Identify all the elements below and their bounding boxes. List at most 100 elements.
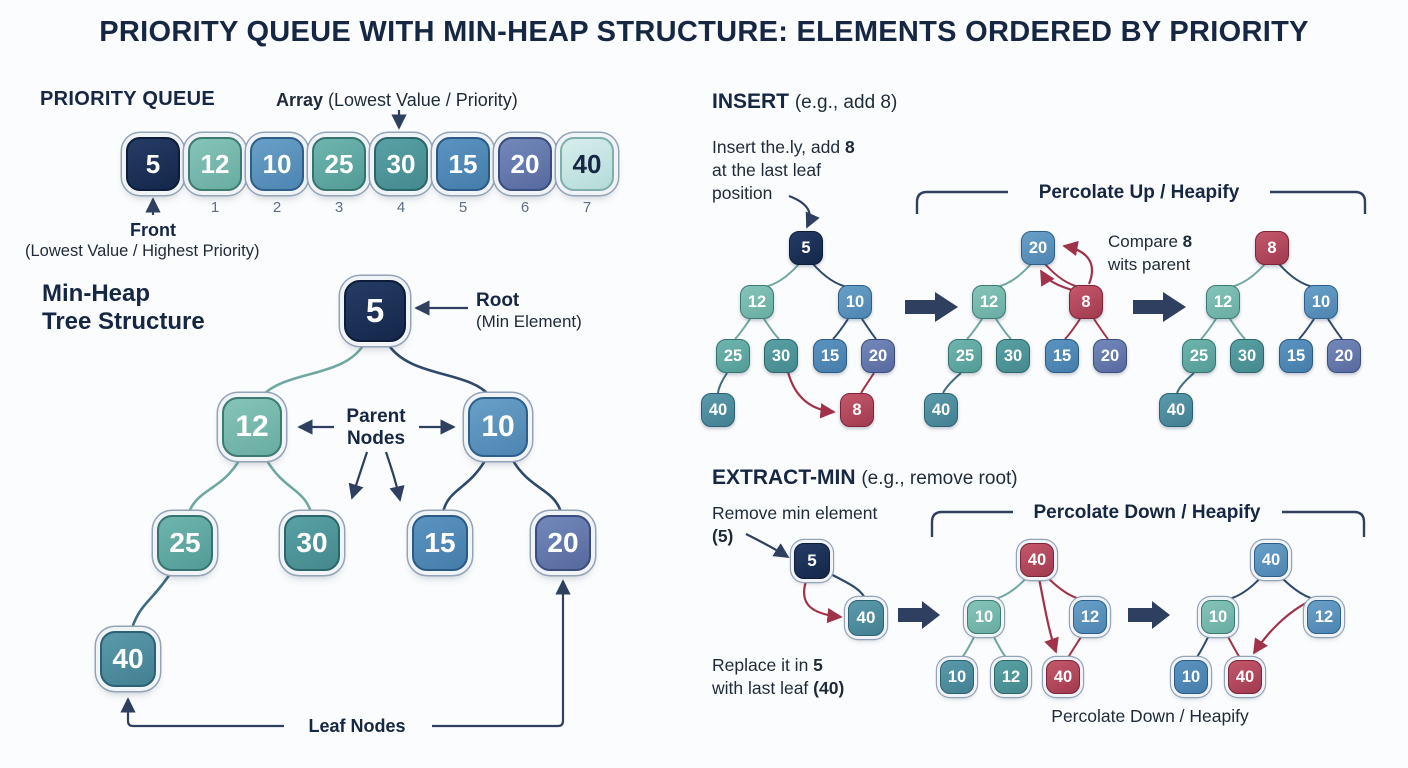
insert-t1-node: 30	[764, 339, 798, 373]
array-cell: 25	[312, 137, 366, 191]
extract-t3-node: 40	[1254, 543, 1288, 577]
array-label-rest: (Lowest Value / Priority)	[323, 90, 518, 110]
array-cell: 10	[250, 137, 304, 191]
extract-replace-text: Replace it in 5 with last leaf (40)	[712, 654, 844, 700]
extract-tree3-swap-arrow	[1253, 599, 1313, 655]
insert-t2-node: 40	[924, 393, 958, 427]
array-cell: 30	[374, 137, 428, 191]
insert-t2-node: 20	[1021, 231, 1055, 265]
root-label: Root	[476, 290, 520, 311]
insert-desc-arrow	[788, 194, 820, 229]
priority-queue-heading: PRIORITY QUEUE	[40, 88, 215, 110]
heap-node: 15	[412, 515, 468, 571]
extract-tree3-edges	[1193, 573, 1321, 662]
compare-text-2: wits parent	[1108, 255, 1191, 274]
extract-step-arrow-2	[1128, 601, 1170, 629]
insert-t3-node-new: 8	[1255, 231, 1289, 265]
insert-t1-node: 15	[813, 339, 847, 373]
min-heap-heading-line2: Tree Structure	[42, 308, 205, 335]
page-title: PRIORITY QUEUE WITH MIN-HEAP STRUCTURE: …	[99, 16, 1309, 48]
insert-tree1-edges	[717, 263, 877, 394]
insert-t3-node: 40	[1159, 393, 1193, 427]
extract-heading-sub: (e.g., remove root)	[861, 468, 1018, 489]
front-label: Front	[130, 220, 176, 240]
replace-text-1b: 5	[813, 655, 823, 675]
leaf-label-lines	[120, 579, 571, 728]
extract-t2-node-moved: 40	[1046, 660, 1080, 694]
insert-t1-node: 25	[716, 339, 750, 373]
insert-tree2-edges	[942, 263, 1109, 394]
insert-step-arrow-1	[905, 292, 958, 322]
array-index: 1	[210, 199, 220, 216]
remove-text-line1: Remove min element	[712, 503, 878, 523]
root-annotation: Root (Min Element)	[476, 290, 582, 332]
extract-mini-node: 5	[794, 543, 830, 579]
insert-tree3-edges	[1176, 263, 1343, 394]
array-cell: 20	[498, 137, 552, 191]
extract-t2-node: 12	[1073, 600, 1107, 634]
array-cell: 5	[126, 137, 180, 191]
insert-t3-node: 10	[1304, 285, 1338, 319]
extract-step-arrow-1	[898, 601, 940, 629]
insert-tree1-swap-arrow	[786, 371, 836, 419]
front-sublabel: (Lowest Value / Highest Priority)	[25, 242, 260, 260]
parent-nodes-label: Parent Nodes	[346, 406, 405, 450]
insert-t1-node: 5	[789, 231, 823, 265]
extract-t2-node-moved: 40	[1020, 543, 1054, 577]
extract-remove-arrow	[745, 533, 790, 558]
extract-t2-node: 12	[994, 660, 1028, 694]
extract-mini-swap-arrow	[803, 580, 843, 624]
array-label: Array (Lowest Value / Priority)	[276, 90, 518, 111]
min-heap-heading: Min-Heap Tree Structure	[42, 280, 205, 336]
insert-heading-sub: (e.g., add 8)	[794, 92, 898, 113]
insert-t3-node: 25	[1182, 339, 1216, 373]
heap-node-root: 5	[344, 280, 406, 342]
replace-text-1a: Replace it in	[712, 655, 814, 675]
insert-t1-node: 40	[701, 393, 735, 427]
insert-desc-2: at the last leaf	[712, 160, 821, 180]
array-cell: 15	[436, 137, 490, 191]
heap-node: 30	[284, 515, 340, 571]
insert-desc-3: position	[712, 183, 773, 203]
extract-t3-node-moved: 40	[1228, 660, 1262, 694]
extract-t2-node: 10	[967, 600, 1001, 634]
extract-t2-node: 10	[940, 660, 974, 694]
array-index: 3	[334, 199, 344, 216]
compare-text-1a: Compare	[1108, 232, 1183, 251]
extract-remove-text: Remove min element (5)	[712, 502, 877, 548]
replace-text-2a: with last leaf	[712, 678, 814, 698]
array-index: 4	[396, 199, 406, 216]
insert-t3-node: 12	[1206, 285, 1240, 319]
root-sublabel: (Min Element)	[476, 312, 582, 331]
insert-t2-node: 15	[1045, 339, 1079, 373]
insert-t2-node: 25	[948, 339, 982, 373]
extract-caption: Percolate Down / Heapify	[1051, 706, 1249, 726]
insert-t2-node: 30	[996, 339, 1030, 373]
insert-t1-node: 10	[838, 285, 872, 319]
insert-description: Insert the.ly, add 8 at the last leaf po…	[712, 136, 855, 205]
array-index: 6	[520, 199, 530, 216]
extract-tree2-swap-arrow	[1037, 577, 1059, 654]
percolate-down-label: Percolate Down / Heapify	[1033, 502, 1261, 523]
compare-annotation: Compare 8 wits parent	[1108, 230, 1192, 276]
extract-t3-node: 12	[1307, 600, 1341, 634]
array-cell: 40	[560, 137, 614, 191]
parent-label-arrows	[297, 419, 456, 502]
main-tree-edges	[130, 343, 563, 629]
replace-text-2b: (40)	[813, 678, 845, 698]
insert-desc-1b: 8	[844, 137, 855, 157]
extract-heading: EXTRACT-MIN (e.g., remove root)	[712, 466, 1018, 490]
insert-desc-1a: Insert the.ly, add	[712, 137, 845, 157]
insert-step-arrow-2	[1133, 292, 1186, 322]
heap-node: 25	[157, 515, 213, 571]
insert-heading-bold: INSERT	[712, 90, 790, 113]
array-index: 5	[458, 199, 468, 216]
array-cell: 12	[188, 137, 242, 191]
insert-t3-node: 20	[1327, 339, 1361, 373]
heap-node: 20	[535, 515, 591, 571]
leaf-nodes-label: Leaf Nodes	[308, 716, 406, 736]
array-index: 7	[582, 199, 592, 216]
insert-t1-node-new: 8	[840, 393, 874, 427]
